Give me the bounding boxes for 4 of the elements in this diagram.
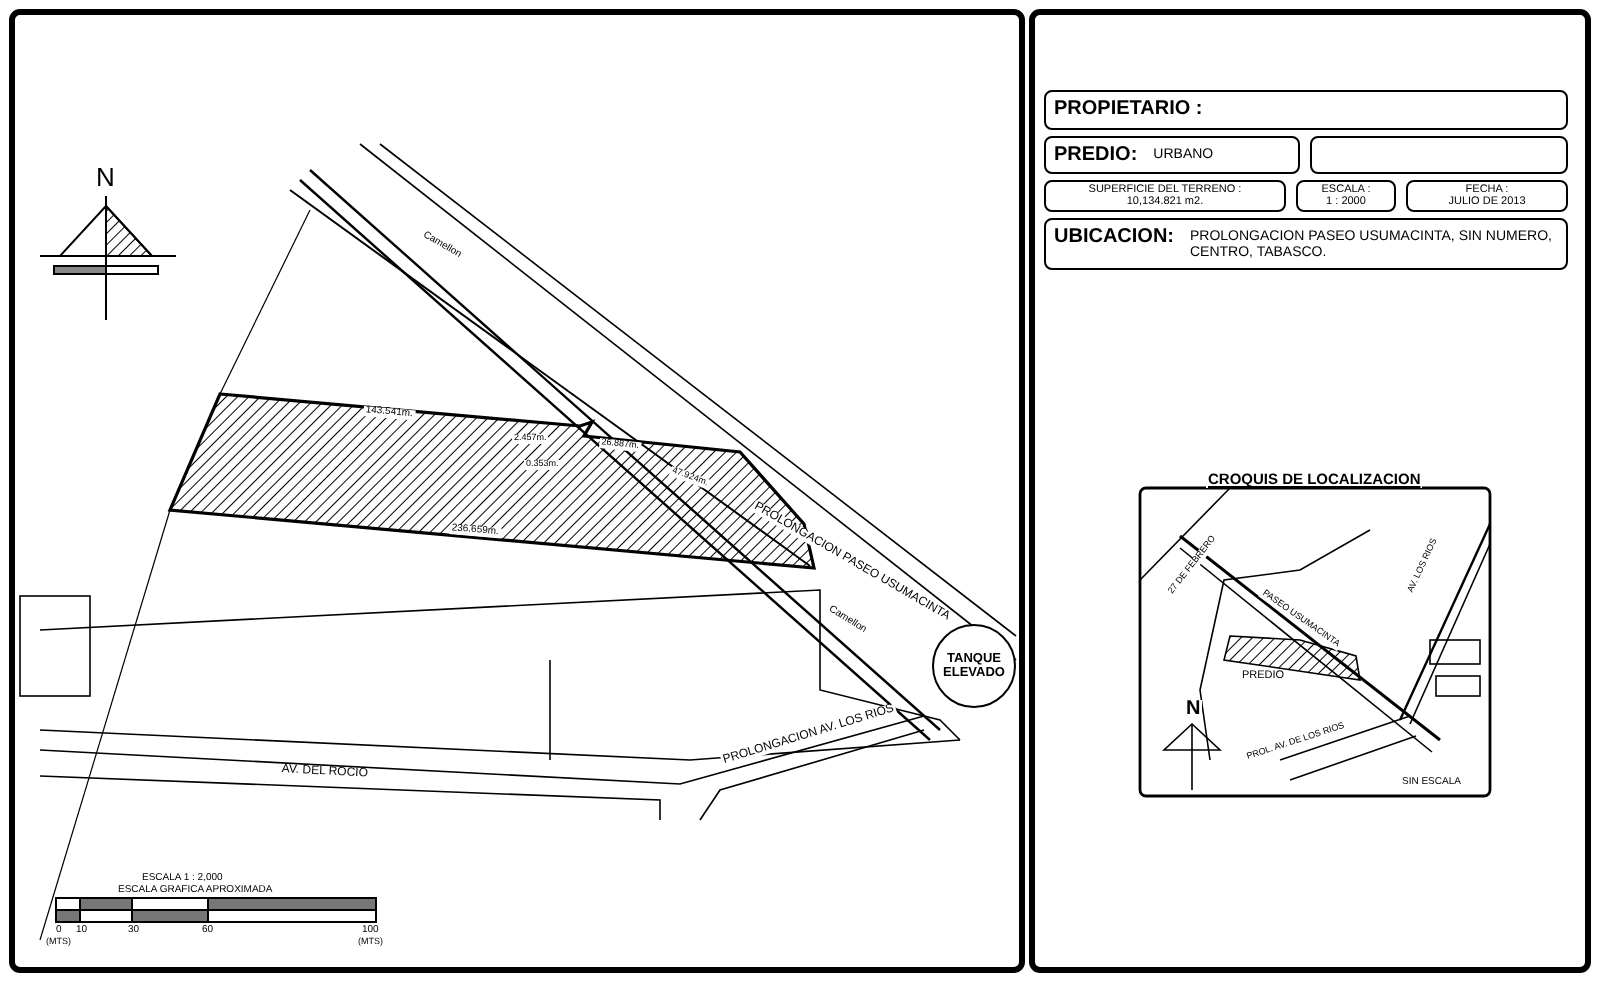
blank-field: [1310, 136, 1568, 174]
north-letter: N: [1184, 700, 1203, 720]
owner-field: PROPIETARIO :: [1044, 90, 1568, 130]
north-letter: N: [94, 164, 117, 190]
